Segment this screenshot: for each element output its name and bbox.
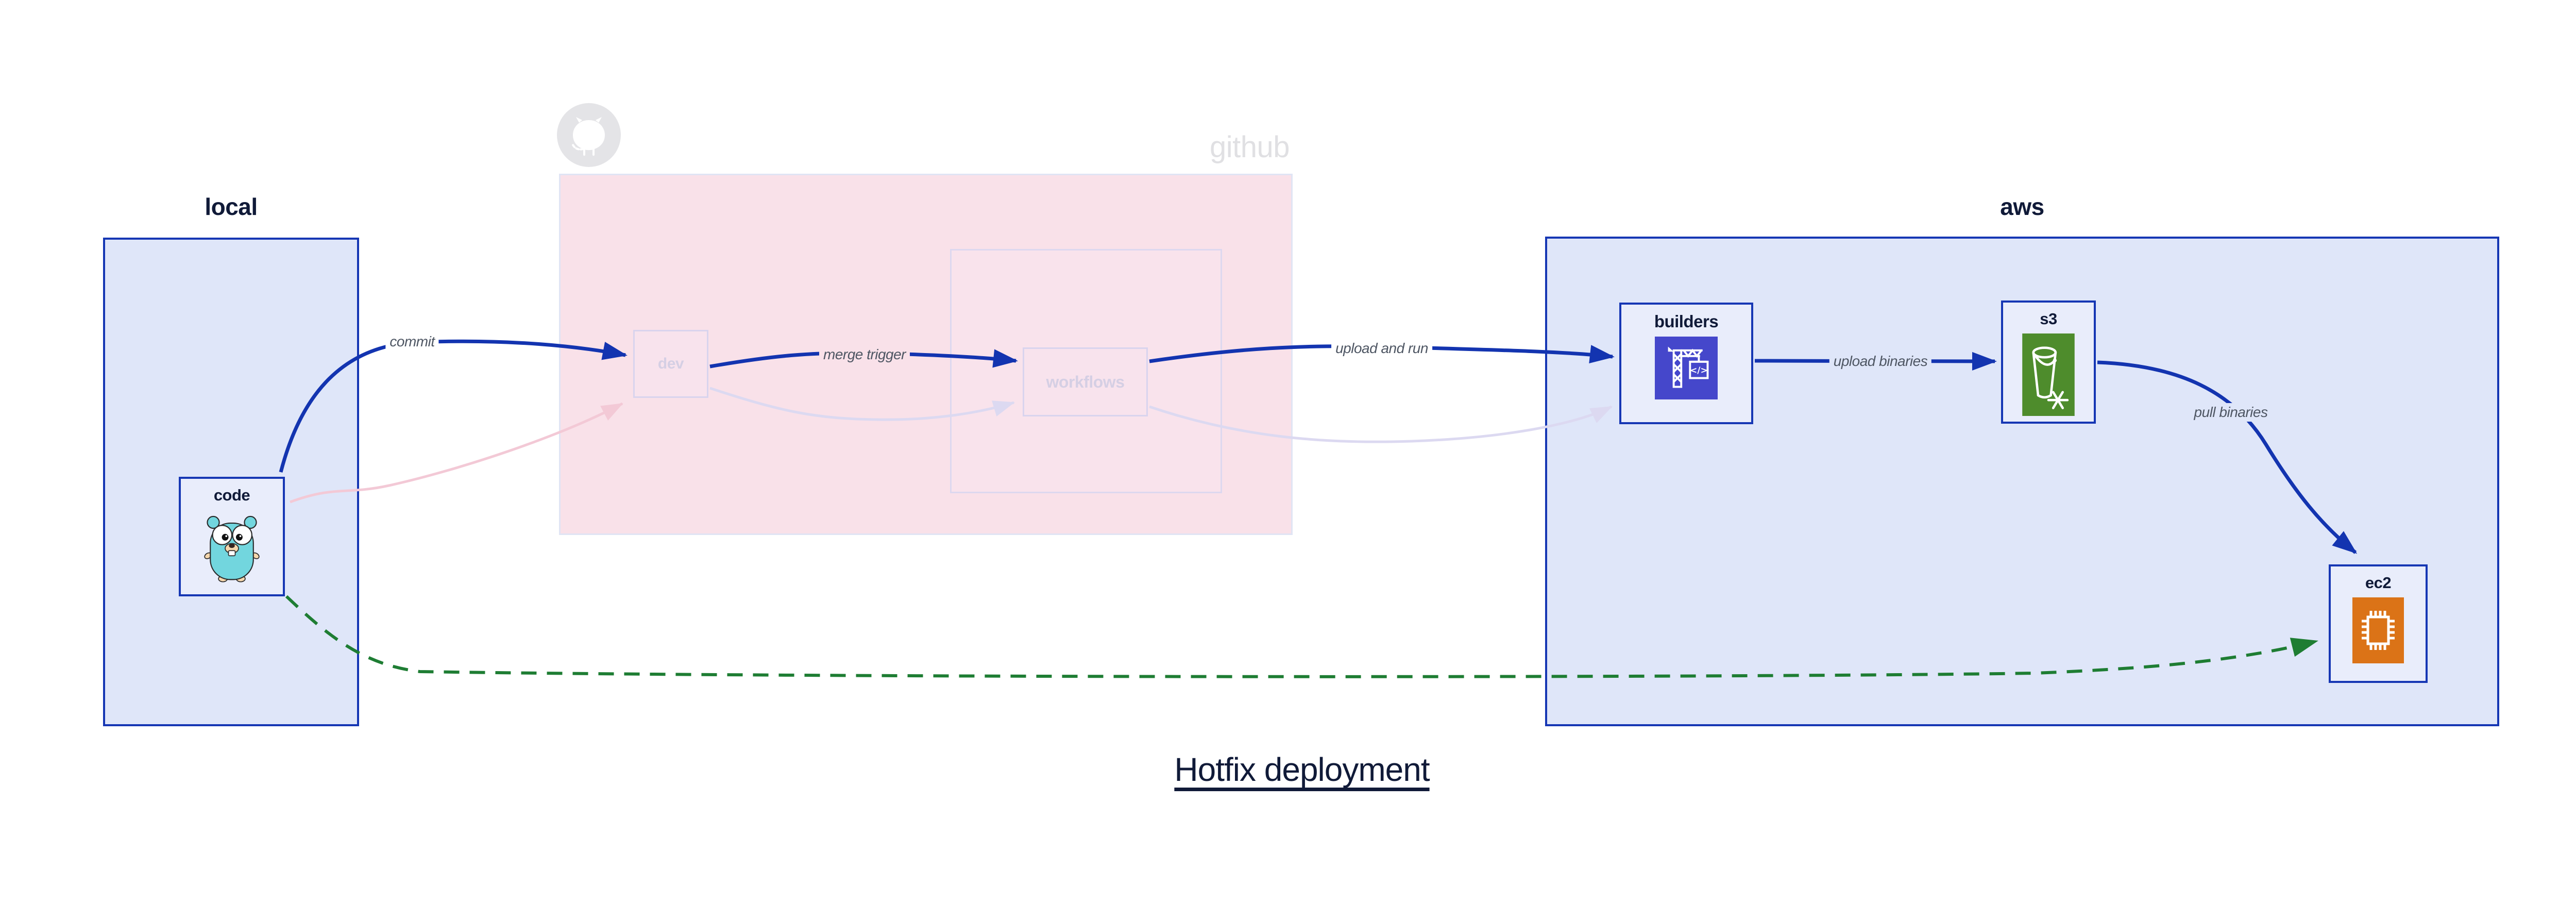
edge-label-upload-and-run: upload and run xyxy=(1331,339,1432,358)
edge-hotfix-dashed xyxy=(285,595,2318,678)
edge-pull-binaries xyxy=(2097,360,2358,554)
node-dev: dev xyxy=(633,330,708,398)
node-builders: builders </> xyxy=(1619,303,1753,424)
node-code-label: code xyxy=(213,486,250,504)
edge-faded-code-dev xyxy=(290,402,623,504)
github-container-label: github xyxy=(1209,130,1290,164)
node-workflows: workflows xyxy=(1023,347,1148,416)
local-container-label: local xyxy=(205,193,258,220)
node-code: code xyxy=(179,477,285,596)
edge-label-pull-binaries: pull binaries xyxy=(2190,403,2272,422)
edge-faded-dev-workflows xyxy=(709,387,1015,421)
node-s3-label: s3 xyxy=(2040,310,2057,328)
node-builders-label: builders xyxy=(1654,312,1719,331)
edge-label-merge-trigger: merge trigger xyxy=(819,345,910,364)
ec2-chip-icon xyxy=(2352,597,2404,663)
edge-commit xyxy=(279,339,628,473)
codebuild-crane-icon: </> xyxy=(1655,337,1718,399)
node-ec2: ec2 xyxy=(2329,564,2428,683)
svg-text:</>: </> xyxy=(1690,365,1708,376)
aws-container-label: aws xyxy=(2000,193,2044,220)
node-s3: s3 xyxy=(2001,300,2096,424)
edge-label-upload-binaries: upload binaries xyxy=(1829,352,1932,371)
edge-faded-workflows-builders xyxy=(1149,405,1613,443)
go-gopher-icon xyxy=(204,515,260,582)
node-dev-label: dev xyxy=(657,355,684,372)
s3-glacier-bucket-icon xyxy=(2022,333,2075,416)
edge-label-commit: commit xyxy=(385,332,439,351)
diagram-title: Hotfix deployment xyxy=(1174,751,1430,788)
node-ec2-label: ec2 xyxy=(2365,574,2392,592)
node-workflows-label: workflows xyxy=(1046,372,1125,391)
github-logo-icon xyxy=(557,103,621,167)
